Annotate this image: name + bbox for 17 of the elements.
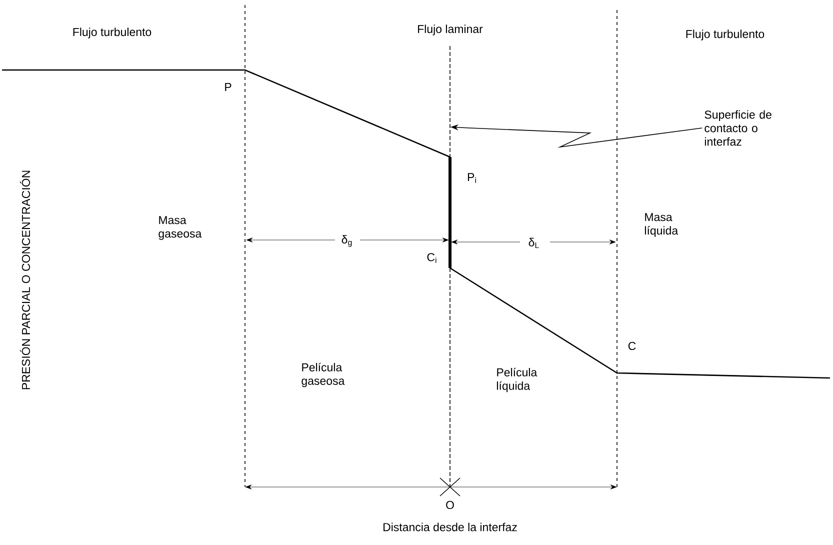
zone-label: Flujo turbulento xyxy=(73,28,152,38)
callout-text: Superficie de contacto o interfaz xyxy=(704,110,772,146)
axis-label: PRESIÓN PARCIAL O CONCENTRACIÓN xyxy=(20,170,30,390)
dimension-label: δ$_{g}$ xyxy=(342,235,352,247)
region-label: Película gaseosa xyxy=(302,362,345,388)
dimension-label: δ$_{L}$ xyxy=(528,238,539,248)
zone-label: Flujo laminar xyxy=(418,24,483,36)
point-label: P xyxy=(225,83,232,91)
region-label: Masa líquida xyxy=(644,213,678,237)
point-label: C$_{i}$ xyxy=(427,253,436,263)
origin-label: O xyxy=(446,500,454,510)
point-label: C xyxy=(628,342,636,350)
point-label: P$_{i}$ xyxy=(468,173,476,183)
region-label: Película líquida xyxy=(496,368,538,392)
region-label: Masa gaseosa xyxy=(158,216,202,240)
zone-label: Flujo turbulento xyxy=(686,30,764,40)
axis-label: Distancia desde la interfaz xyxy=(384,522,517,532)
